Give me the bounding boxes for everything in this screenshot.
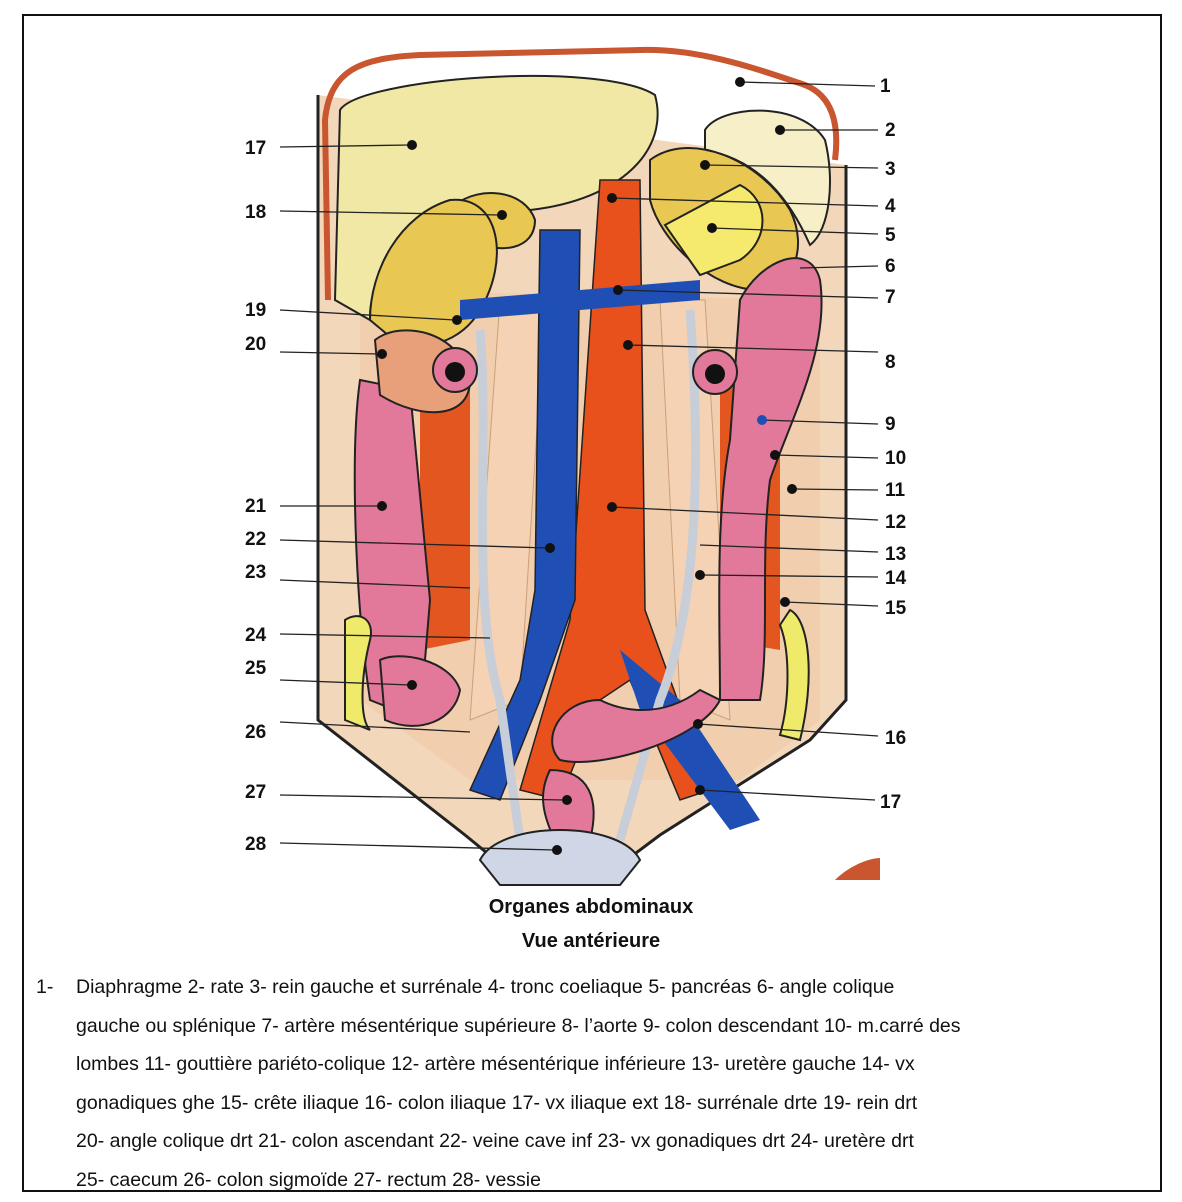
label-9: 9 (885, 414, 896, 435)
label-16: 16 (885, 728, 906, 749)
label-22: 22 (245, 529, 266, 550)
label-21: 21 (245, 496, 267, 517)
label-10: 10 (885, 448, 906, 469)
legend-line: 25- caecum 26- colon sigmoïde 27- rectum… (76, 1168, 541, 1191)
label-17-left: 17 (245, 138, 266, 159)
legend-line: lombes 11- gouttière pariéto-colique 12-… (76, 1053, 915, 1075)
label-4: 4 (885, 196, 896, 217)
left-iliac-vein (620, 650, 760, 830)
vena-cava (468, 229, 581, 801)
bladder (478, 829, 642, 886)
label-17-right: 17 (880, 792, 901, 813)
label-23: 23 (245, 562, 266, 583)
label-27: 27 (245, 782, 266, 803)
diaphragm (321, 46, 840, 301)
label-15: 15 (885, 598, 907, 619)
quadratus-lumborum-right (420, 360, 470, 650)
label-1: 1 (880, 76, 891, 97)
label-5: 5 (885, 225, 896, 246)
right-labels: 1 2 3 4 5 6 7 8 9 10 11 12 13 14 15 16 1… (607, 76, 907, 813)
legend-text: Diaphragme 2- rate 3- rein gauche et sur… (76, 968, 1160, 1199)
label-3: 3 (885, 159, 896, 180)
label-26: 26 (245, 722, 266, 743)
figure-frame (22, 14, 1162, 1192)
label-25: 25 (245, 658, 267, 679)
label-7: 7 (885, 287, 896, 308)
left-labels: 17 18 19 20 21 22 23 24 25 26 27 28 (245, 138, 572, 855)
label-18: 18 (245, 202, 266, 223)
figure-subtitle: Vue antérieure (521, 930, 661, 952)
label-24: 24 (245, 625, 267, 646)
abdominal-organs-diagram: 17 18 19 20 21 22 23 24 25 26 27 28 1 2 … (245, 46, 907, 886)
legend-line: 20- angle colique drt 21- colon ascendan… (76, 1130, 914, 1152)
label-2: 2 (885, 120, 896, 141)
transverse-colon-lumen-right (445, 362, 465, 382)
label-11: 11 (885, 480, 906, 501)
corner-fragment (835, 858, 880, 880)
label-8: 8 (885, 352, 896, 373)
ascending-colon (353, 378, 432, 722)
ureter-right (475, 329, 525, 841)
legend-line: Diaphragme 2- rate 3- rein gauche et sur… (76, 976, 895, 998)
label-6: 6 (885, 256, 896, 277)
caecum (378, 655, 462, 727)
transverse-colon-lumen-left (705, 364, 725, 384)
iliac-colon (551, 688, 722, 763)
renal-veins (460, 280, 700, 320)
legend-line: gonadiques ghe 15- crête iliaque 16- col… (76, 1091, 918, 1114)
iliac-crest-left (778, 608, 810, 742)
label-12: 12 (885, 512, 906, 533)
legend-number: 1- (36, 976, 54, 998)
label-20: 20 (245, 334, 266, 355)
label-19: 19 (245, 300, 266, 321)
label-28: 28 (245, 834, 266, 855)
legend-line: gauche ou splénique 7- artère mésentériq… (76, 1014, 961, 1037)
label-14: 14 (885, 568, 907, 589)
label-13: 13 (885, 544, 906, 565)
figure-title: Organes abdominaux (488, 896, 694, 918)
